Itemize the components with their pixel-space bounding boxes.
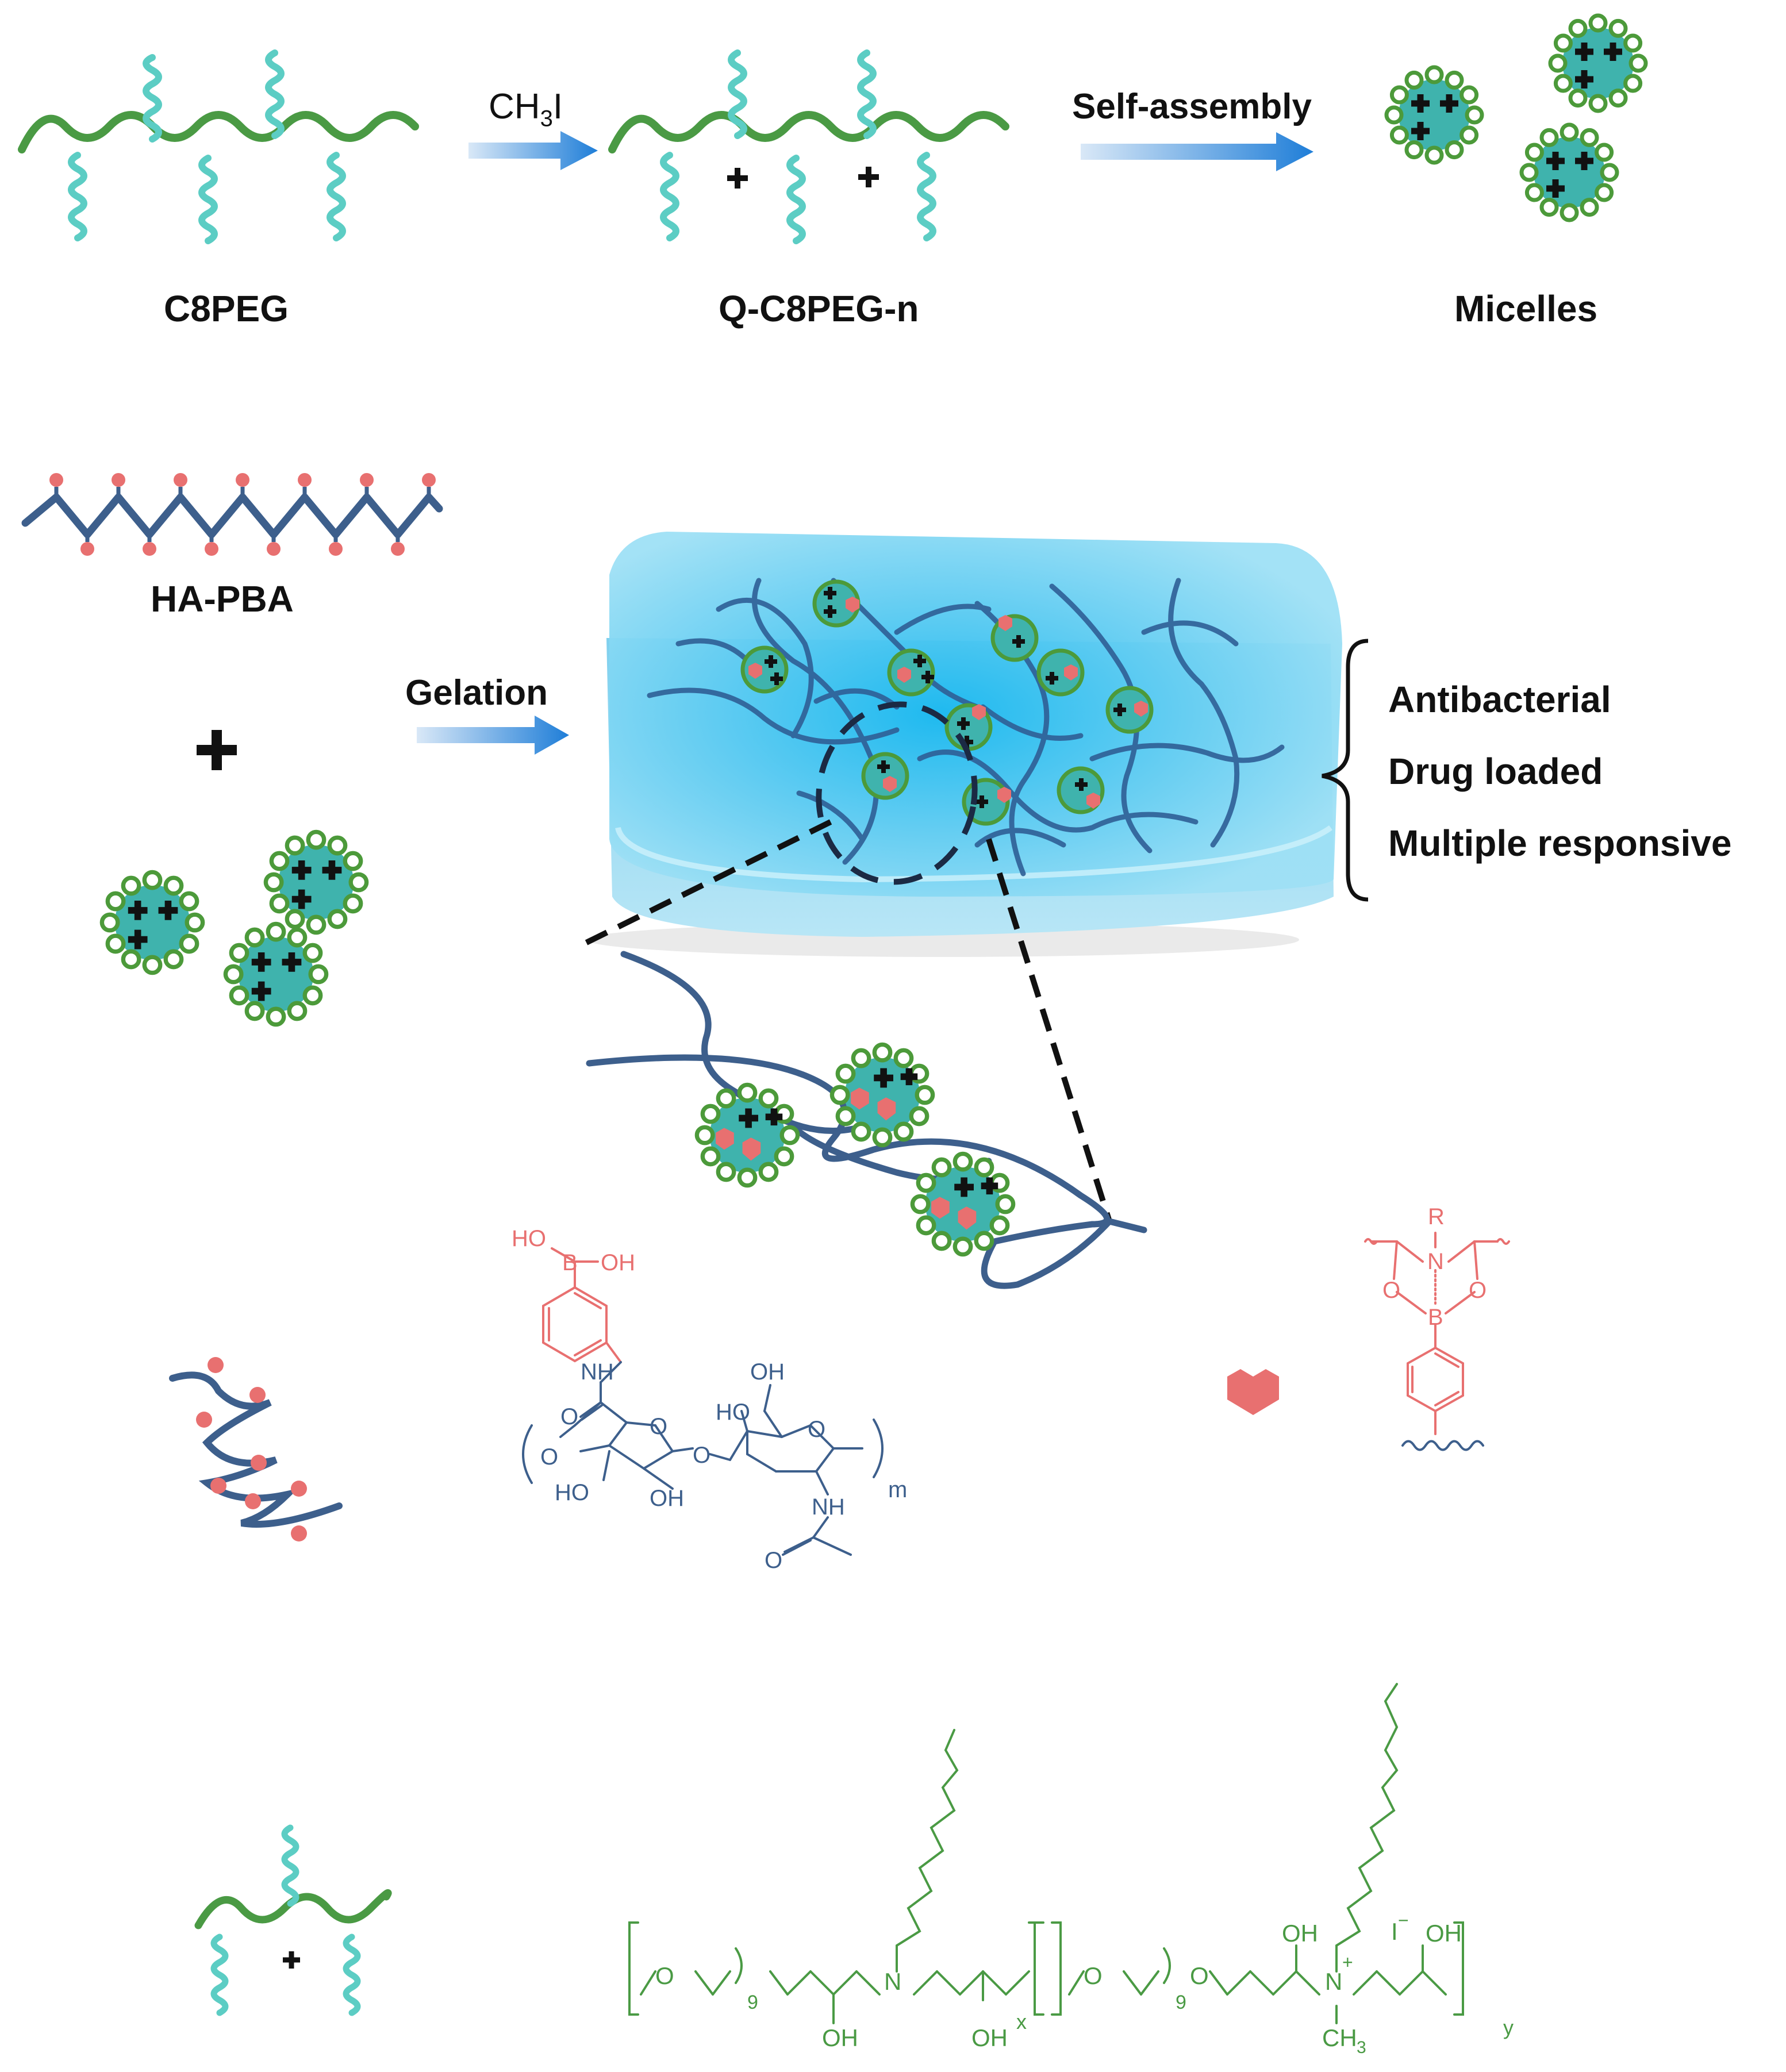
boronate-labels: R N O O B bbox=[1382, 1204, 1487, 1330]
cation-plus bbox=[727, 168, 748, 189]
atom-label: OH bbox=[971, 2024, 1008, 2051]
boronate-ester-structure bbox=[1364, 1232, 1510, 1451]
atom-label: I bbox=[1391, 1918, 1398, 1945]
c8peg-backbone bbox=[18, 111, 419, 153]
ch3i-tail: I bbox=[552, 87, 563, 126]
atom-label: NH bbox=[812, 1494, 845, 1520]
q-c8peg-atom-labels: O 9 OH N OH x O 9 O OH N + I − OH CH 3 y bbox=[655, 1910, 1514, 2057]
atom-label: R bbox=[1428, 1204, 1445, 1229]
property-multiple-responsive: Multiple responsive bbox=[1388, 822, 1732, 864]
c8peg-sidechain bbox=[327, 152, 346, 241]
atom-label: OH bbox=[1282, 1920, 1318, 1947]
atom-label: O bbox=[693, 1443, 710, 1468]
properties-brace bbox=[1322, 639, 1369, 902]
q-c8peg-sidechain bbox=[728, 49, 747, 139]
label-micelles: Micelles bbox=[1454, 288, 1598, 329]
atom-label: O bbox=[1190, 1962, 1209, 1989]
hydrogel-block bbox=[586, 532, 1342, 957]
atom-label: O bbox=[1469, 1278, 1487, 1303]
crosslink-zoom-graphic bbox=[586, 951, 1147, 1289]
atom-label: y bbox=[1503, 2016, 1514, 2039]
micelle bbox=[266, 832, 366, 932]
atom-label: 3 bbox=[1357, 2038, 1366, 2057]
q-c8peg-sidechain bbox=[786, 155, 806, 244]
atom-label: B bbox=[562, 1250, 578, 1275]
ha-pba-structure: HO B OH NH O O O O O HO OH HO OH NH O m bbox=[512, 1226, 907, 1573]
micelle bbox=[102, 872, 202, 972]
c8peg-sidechain bbox=[265, 49, 285, 139]
atom-label: OH bbox=[650, 1486, 684, 1511]
atom-label: N bbox=[1325, 1968, 1342, 1995]
atom-label: 9 bbox=[747, 1992, 758, 2013]
q-c8peg-sidechain bbox=[917, 152, 936, 241]
ha-pba-backbone bbox=[21, 493, 443, 539]
plus-sign bbox=[197, 730, 237, 770]
atom-label: HO bbox=[555, 1480, 589, 1505]
atom-label: O bbox=[655, 1962, 674, 1989]
atom-label: OH bbox=[822, 2024, 858, 2051]
atom-label: O bbox=[808, 1417, 825, 1442]
label-q-c8peg: Q-C8PEG-n bbox=[719, 288, 919, 329]
q-c8peg-sidechain bbox=[660, 152, 679, 241]
label-ch3i: CH3I bbox=[489, 86, 563, 132]
ha-pba-polymer-graphic bbox=[21, 473, 443, 556]
cation-plus bbox=[858, 167, 879, 187]
property-drug-loaded: Drug loaded bbox=[1388, 751, 1603, 792]
atom-label: CH bbox=[1322, 2024, 1357, 2051]
atom-label: OH bbox=[601, 1250, 635, 1275]
atom-label: + bbox=[1342, 1952, 1353, 1973]
label-ha-pba: HA-PBA bbox=[151, 578, 294, 620]
zoom-lines bbox=[585, 819, 1112, 1223]
atom-label: B bbox=[1428, 1305, 1443, 1330]
gelation-arrow bbox=[417, 716, 569, 755]
atom-label: O bbox=[1382, 1278, 1400, 1303]
zoom-circle bbox=[816, 701, 978, 885]
micelles-graphic bbox=[1386, 16, 1646, 220]
label-self-assembly: Self-assembly bbox=[1072, 87, 1312, 126]
atom-label: − bbox=[1398, 1910, 1409, 1931]
self-assembly-arrow bbox=[1081, 132, 1313, 171]
micelles-graphic-left bbox=[102, 832, 366, 1024]
micelle bbox=[1386, 67, 1482, 163]
atom-label: O bbox=[650, 1414, 667, 1439]
q-c8peg-backbone bbox=[608, 111, 1009, 153]
atom-label: O bbox=[560, 1404, 578, 1429]
methylation-arrow bbox=[468, 131, 598, 170]
q-c8peg-mini-icon bbox=[194, 1824, 392, 2016]
atom-label: O bbox=[540, 1444, 558, 1470]
boronate-ester-symbol bbox=[1227, 1369, 1279, 1415]
micelle bbox=[697, 1085, 797, 1185]
atom-label: N bbox=[1427, 1249, 1444, 1274]
q-c8peg-structure bbox=[628, 1683, 1464, 2024]
atom-label: NH bbox=[581, 1359, 614, 1385]
q-c8peg-polymer-graphic bbox=[608, 49, 1009, 244]
label-gelation: Gelation bbox=[405, 673, 548, 713]
ha-pba-mini-icon bbox=[169, 1357, 343, 1541]
c8peg-sidechain bbox=[198, 155, 218, 244]
atom-label: O bbox=[1084, 1962, 1103, 1989]
q-c8peg-sidechain bbox=[857, 49, 877, 139]
c8peg-sidechain bbox=[143, 54, 162, 143]
atom-label: HO bbox=[512, 1226, 546, 1251]
ch3i-sub: 3 bbox=[540, 106, 553, 132]
micelle bbox=[225, 924, 326, 1024]
atom-label: OH bbox=[750, 1359, 785, 1385]
ch3i-main: CH bbox=[489, 87, 540, 126]
micelle bbox=[1550, 16, 1646, 111]
atom-label: x bbox=[1016, 2010, 1027, 2033]
label-c8peg: C8PEG bbox=[164, 288, 289, 329]
atom-label: m bbox=[888, 1477, 907, 1502]
gel-micelles bbox=[740, 579, 1154, 826]
c8peg-sidechain bbox=[68, 152, 87, 241]
atom-label: HO bbox=[716, 1400, 750, 1425]
micelle bbox=[1522, 125, 1617, 220]
property-antibacterial: Antibacterial bbox=[1388, 679, 1611, 720]
atom-label: O bbox=[765, 1548, 782, 1573]
atom-label: OH bbox=[1426, 1920, 1462, 1947]
c8peg-polymer-graphic bbox=[18, 49, 419, 244]
atom-label: 9 bbox=[1176, 1992, 1186, 2013]
atom-label: N bbox=[884, 1968, 901, 1995]
